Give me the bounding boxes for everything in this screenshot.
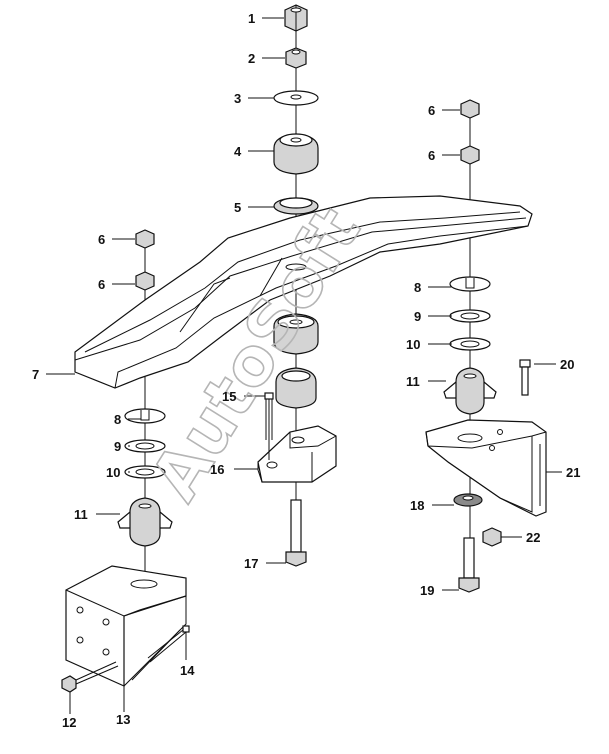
nut-part-6-left-upper [135,229,155,249]
spacer-part-5 [273,197,319,215]
callout-11-right: 11 [406,374,420,389]
callout-12: 12 [62,715,76,730]
callout-8-right: 8 [414,280,421,295]
cushion-part-4 [273,133,319,175]
nut-part-2 [285,47,307,69]
callout-19: 19 [420,583,434,598]
callout-16: 16 [210,462,224,477]
bracket-part-21 [425,419,547,517]
bolt-part-19 [458,537,480,593]
callout-15: 15 [222,389,236,404]
center-lower-mount [275,367,317,409]
callout-8-left: 8 [114,412,121,427]
callout-5: 5 [234,200,241,215]
bolt-part-12 [61,661,119,693]
leader-lines [46,17,562,714]
nut-part-6-right-upper [460,99,480,119]
callout-20: 20 [560,357,574,372]
callout-14: 14 [180,663,195,678]
callout-18: 18 [410,498,424,513]
callout-6-right-lower: 6 [428,148,435,163]
nut-part-1 [284,4,308,32]
callout-4: 4 [234,144,242,159]
washer-part-18 [453,493,483,507]
callout-9-right: 9 [414,309,421,324]
bolt-part-20 [519,359,531,396]
nut-part-22 [482,527,502,547]
callout-22: 22 [526,530,540,545]
center-lower-cushion [273,313,319,355]
split-ring-part-10-left [124,465,166,479]
callout-7: 7 [32,367,39,382]
bolt-part-17 [285,499,307,567]
nut-part-6-right-lower [460,145,480,165]
bracket-part-13 [65,565,187,687]
callout-6-left-lower: 6 [98,277,105,292]
frame-rail-part-7 [74,195,533,389]
bracket-part-16 [257,425,337,483]
callout-11-left: 11 [74,507,88,522]
split-ring-part-10-right [449,337,491,351]
callout-6-left-upper: 6 [98,232,105,247]
callout-17: 17 [244,556,258,571]
callout-6-right-upper: 6 [428,103,435,118]
washer-part-3 [273,90,319,106]
callout-13: 13 [116,712,130,727]
engine-mount-part-11-right [443,367,497,415]
engine-mount-part-11-left [117,497,173,547]
callout-10-right: 10 [406,337,420,352]
callout-1: 1 [248,11,255,26]
slotted-washer-part-8-right [449,276,491,292]
split-ring-part-9-right [449,309,491,323]
callout-10-left: 10 [106,465,120,480]
callout-2: 2 [248,51,255,66]
split-ring-part-9-left [124,439,166,453]
slotted-washer-part-8-left [124,408,166,424]
callout-21: 21 [566,465,580,480]
callout-3: 3 [234,91,241,106]
nut-part-6-left-lower [135,271,155,291]
callout-9-left: 9 [114,439,121,454]
